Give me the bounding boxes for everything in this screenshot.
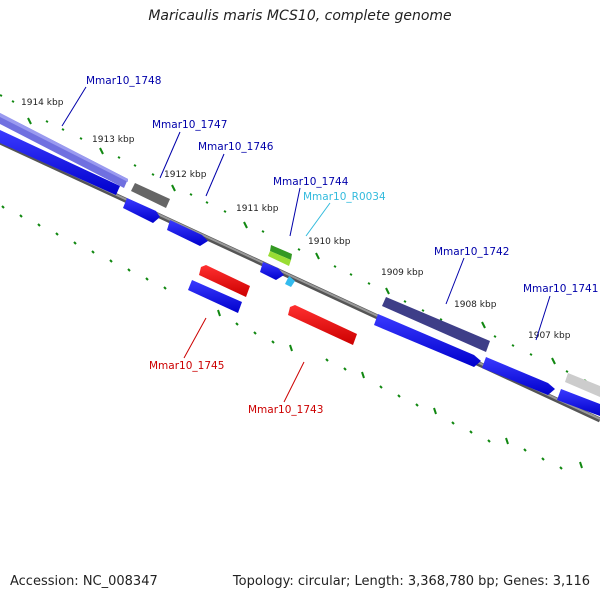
tick-label-1909: 1909 kbp	[381, 268, 424, 278]
gene-label-1743[interactable]: Mmar10_1743	[248, 404, 323, 416]
gene-label-1746[interactable]: Mmar10_1746	[198, 141, 274, 153]
reverse-genes	[188, 265, 357, 345]
gene-arrow-1744[interactable]	[260, 262, 284, 280]
gene-arrow-1745-lower[interactable]	[188, 280, 242, 313]
feature-bar-1744[interactable]	[270, 245, 292, 260]
gene-arrow-1748[interactable]	[0, 130, 120, 195]
label-leaders	[61, 86, 551, 403]
tick-label-1908: 1908 kbp	[454, 300, 497, 310]
gene-arrow-R0034[interactable]	[285, 276, 295, 287]
outer-feature-bars	[0, 113, 600, 397]
feature-bar-1747[interactable]	[131, 183, 170, 208]
gene-label-1748[interactable]: Mmar10_1748	[86, 75, 161, 87]
gene-labels: Mmar10_1748 Mmar10_1747 Mmar10_1746 Mmar…	[86, 75, 598, 416]
scale-labels: 1914 kbp 1913 kbp 1912 kbp 1911 kbp 1910…	[21, 98, 571, 341]
forward-genes	[0, 130, 600, 416]
gene-label-1742[interactable]: Mmar10_1742	[434, 246, 509, 258]
tick-label-1912: 1912 kbp	[164, 170, 207, 180]
genome-title: Maricaulis maris MCS10, complete genome	[148, 8, 452, 24]
feature-bar-1741[interactable]	[565, 373, 600, 397]
gene-arrow-1741b[interactable]	[557, 389, 600, 416]
gene-label-1745[interactable]: Mmar10_1745	[149, 360, 224, 372]
inner-scale-ticks	[1, 205, 583, 470]
tick-label-1910: 1910 kbp	[308, 237, 351, 247]
gene-arrow-1747[interactable]	[123, 198, 160, 223]
gene-label-R0034[interactable]: Mmar10_R0034	[303, 191, 386, 203]
gene-label-1741[interactable]: Mmar10_1741	[523, 283, 598, 295]
gene-arrow-1742[interactable]	[374, 314, 481, 367]
gene-arrow-1745[interactable]	[199, 265, 250, 297]
outer-scale-ticks	[0, 94, 587, 382]
gene-arrow-1746[interactable]	[167, 220, 208, 246]
gene-label-1747[interactable]: Mmar10_1747	[152, 119, 227, 131]
tick-label-1907: 1907 kbp	[528, 331, 571, 341]
tick-label-1911: 1911 kbp	[236, 204, 279, 214]
tick-label-1913: 1913 kbp	[92, 135, 135, 145]
tick-label-1914: 1914 kbp	[21, 98, 64, 108]
feature-bar-1742[interactable]	[382, 297, 490, 352]
gene-arrow-1743[interactable]	[288, 305, 357, 345]
genome-summary-text: Topology: circular; Length: 3,368,780 bp…	[232, 574, 590, 589]
gene-arrow-1741a[interactable]	[482, 357, 555, 395]
gene-label-1744[interactable]: Mmar10_1744	[273, 176, 349, 188]
accession-text: Accession: NC_008347	[10, 574, 158, 589]
